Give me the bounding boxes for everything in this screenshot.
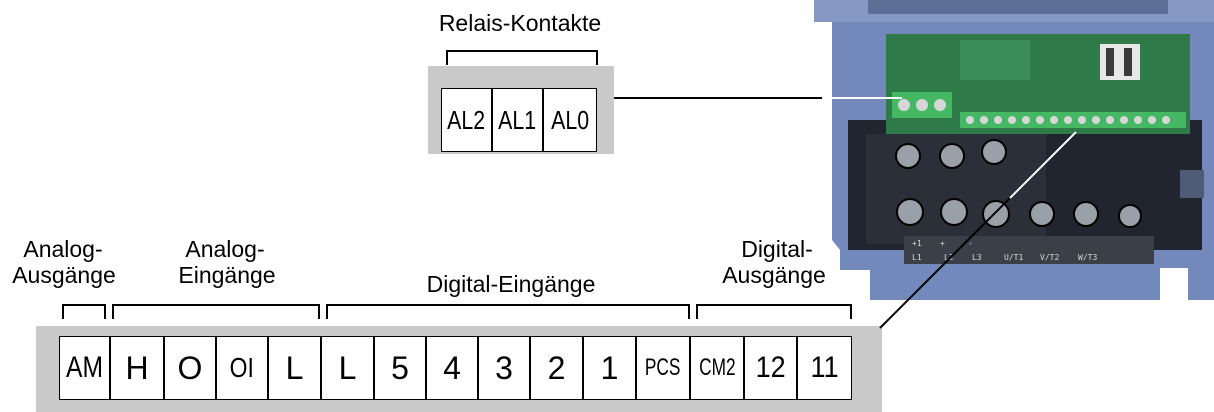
terminal-al1: AL1 xyxy=(492,88,543,152)
analog-out-label-line1: Analog- xyxy=(23,236,103,262)
analog-in-bracket xyxy=(112,304,320,319)
relay-contacts-title: Relais-Kontakte xyxy=(438,10,602,36)
analog-out-bracket xyxy=(62,304,106,319)
analog-out-label-line2: Ausgänge xyxy=(12,262,116,288)
device-label: U/T1 xyxy=(1004,253,1023,262)
terminal-l-analog: L xyxy=(268,336,321,400)
terminal-12: 12 xyxy=(744,336,797,400)
analog-in-label-line2: Eingänge xyxy=(178,262,276,288)
device-label: +1 xyxy=(912,239,922,248)
device-label: L3 xyxy=(972,253,982,262)
device-label: L2 xyxy=(944,253,954,262)
terminal-5: 5 xyxy=(374,336,426,400)
relay-bracket xyxy=(446,50,598,65)
terminal-pcs: PCS xyxy=(636,336,690,400)
analog-in-label-line1: Analog- xyxy=(185,236,265,262)
digital-in-bracket xyxy=(326,304,690,319)
device-label: - xyxy=(968,239,973,248)
device-label: L1 xyxy=(912,253,922,262)
terminal-3: 3 xyxy=(478,336,530,400)
terminal-h: H xyxy=(110,336,164,400)
device-label: V/T2 xyxy=(1040,253,1059,262)
digital-out-label-line1: Digital- xyxy=(741,236,813,262)
terminal-l-digital: L xyxy=(321,336,374,400)
terminal-al2: AL2 xyxy=(441,88,492,152)
terminal-11: 11 xyxy=(797,336,852,400)
terminal-am: AM xyxy=(59,336,110,400)
terminal-o: O xyxy=(164,336,216,400)
digital-in-label: Digital-Eingänge xyxy=(426,271,596,297)
digital-out-label-line2: Ausgänge xyxy=(722,262,826,288)
digital-out-bracket xyxy=(696,304,852,319)
terminal-cm2: CM2 xyxy=(690,336,744,400)
device-label: + xyxy=(940,239,945,248)
terminal-2: 2 xyxy=(530,336,583,400)
terminal-1: 1 xyxy=(583,336,636,400)
terminal-4: 4 xyxy=(426,336,478,400)
terminal-oi: OI xyxy=(216,336,268,400)
device-label: W/T3 xyxy=(1078,253,1097,262)
terminal-al0: AL0 xyxy=(543,88,597,152)
